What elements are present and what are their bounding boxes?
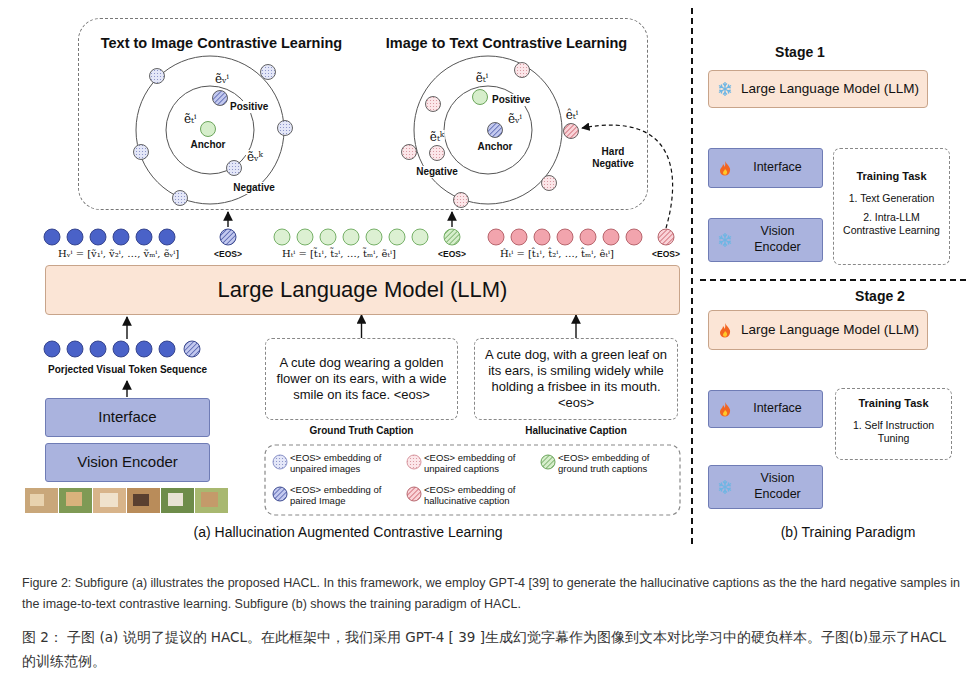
legend-text: <EOS> embedding of unpaired images — [290, 452, 402, 475]
text-group: Training Task 1. Self Instruction Tuning — [842, 397, 945, 451]
caption-heading: Ground Truth Caption — [256, 425, 467, 438]
embedding-symbol: êₜⁱ — [565, 108, 579, 122]
text-group: A cute dog, with a green leaf on its ear… — [481, 347, 671, 412]
contrastive-panel: Text to Image Contrastive LearningImage … — [78, 18, 648, 210]
contrastive-rings — [136, 56, 562, 204]
module-box: Vision Encoder — [708, 465, 823, 509]
dog-photos — [25, 488, 228, 513]
caption-box: A cute dog, with a green leaf on its ear… — [474, 338, 678, 420]
sequence-label: Porjected Visual Token Sequence — [48, 364, 207, 376]
module-box: Large Language Model (LLM) — [708, 70, 928, 108]
token-label: <EOS> — [438, 249, 466, 259]
module-box: Large Language Model (LLM) — [708, 310, 928, 350]
text-group: Large Language Model (LLM) — [739, 322, 921, 339]
module-box: Vision Encoder — [708, 218, 823, 262]
legend-swatch — [272, 486, 288, 502]
flow-arrow — [575, 315, 576, 338]
text-group: Vision Encoder — [52, 453, 203, 472]
text-group: Large Language Model (LLM) — [739, 81, 921, 98]
module-box: Interface — [708, 148, 823, 188]
text-group: Interface — [739, 401, 816, 417]
node-text: Vision Encoder — [739, 471, 816, 502]
role-label: Anchor — [477, 141, 514, 153]
legend-text: <EOS> embedding of ground truth captions — [558, 452, 676, 475]
role-label: Hard Negative — [586, 146, 640, 170]
text-group: Interface — [739, 160, 816, 176]
node-text: Interface — [739, 160, 816, 176]
task-heading: Training Task — [842, 397, 945, 411]
embedding-symbol: ẽₜⁱ — [475, 71, 489, 85]
subfigure-title: (b) Training Paradigm — [781, 524, 916, 541]
node-text: A cute dog wearing a golden flower on it… — [272, 355, 451, 404]
text-group: Vision Encoder — [739, 224, 816, 255]
embedding-symbol: ẽₜᵏ — [429, 130, 445, 144]
text-group: A cute dog wearing a golden flower on it… — [272, 355, 451, 404]
module-box: Vision Encoder — [45, 443, 210, 482]
caption-heading: Hallucinative Caption — [465, 425, 687, 438]
legend-text: <EOS> embedding of unpaired captions — [424, 452, 536, 475]
sequence-formula: Hᵥⁱ = [ṽ₁ⁱ, ṽ₂ⁱ, …, ṽₘⁱ, ẽᵥⁱ] — [58, 248, 179, 260]
legend-swatch — [272, 454, 288, 470]
node-text: Large Language Model (LLM) — [52, 276, 673, 304]
sequence-formula: Ĥₜⁱ = [t̂₁ⁱ, t̂₂ⁱ, …, t̂ₘⁱ, êₜⁱ] — [500, 248, 614, 260]
task-box: Training Task 1. Text Generation 2. Intra-… — [833, 148, 950, 265]
node-text: A cute dog, with a green leaf on its ear… — [481, 347, 671, 412]
token-label: <EOS> — [652, 249, 680, 259]
embedding-symbol: ẽₜⁱ — [183, 112, 197, 126]
panel-title: Image to Text Contrastive Learning — [364, 35, 649, 51]
node-text: Large Language Model (LLM) — [739, 81, 921, 98]
role-label: Anchor — [190, 139, 227, 151]
caption-box: A cute dog wearing a golden flower on it… — [265, 338, 458, 420]
text-group: Training Task 1. Text Generation 2. Intra-… — [840, 170, 943, 243]
role-label: Negative — [415, 166, 459, 178]
translated-caption: 图 2： 子图 (a) 说明了提议的 HACL。在此框架中，我们采用 GPT-4… — [22, 626, 952, 673]
frozen-icon — [717, 81, 733, 97]
panel-title: Text to Image Contrastive Learning — [79, 35, 364, 51]
role-label: Negative — [232, 182, 276, 194]
embedding-dots — [134, 63, 579, 208]
task-item: 2. Intra-LLM Contrastive Learning — [840, 211, 943, 237]
task-item: 1. Self Instruction Tuning — [842, 419, 945, 445]
panel-dividers — [692, 8, 968, 545]
node-text: Vision Encoder — [739, 224, 816, 255]
frozen-icon — [717, 232, 733, 248]
legend-text: <EOS> embedding of hallucinative caption — [424, 484, 536, 507]
legend-swatch — [406, 486, 422, 502]
token-label: <EOS> — [214, 249, 242, 259]
embedding-symbol: ẽᵥⁱ — [507, 112, 523, 126]
text-group: Interface — [52, 408, 203, 427]
node-text: Vision Encoder — [52, 453, 203, 472]
trainable-icon — [717, 322, 733, 338]
text-group: Vision Encoder — [739, 471, 816, 502]
node-text: Large Language Model (LLM) — [739, 322, 921, 339]
node-text: Interface — [739, 401, 816, 417]
llm-band: Large Language Model (LLM) — [45, 265, 680, 315]
task-box: Training Task 1. Self Instruction Tuning — [835, 388, 952, 460]
trainable-icon — [717, 160, 733, 176]
legend-swatch — [540, 454, 556, 470]
subfigure-title: (a) Hallucination Augmented Contrastive … — [194, 524, 503, 541]
trainable-icon — [717, 401, 733, 417]
legend-swatch — [406, 454, 422, 470]
module-box: Interface — [45, 398, 210, 437]
role-label: Positive — [229, 101, 269, 113]
frozen-icon — [717, 479, 733, 495]
module-box: Interface — [708, 390, 823, 428]
task-item: 1. Text Generation — [840, 192, 943, 205]
figure-caption: Figure 2: Subfigure (a) illustrates the … — [22, 573, 962, 616]
sequence-formula: Hₜⁱ = [t̃₁ⁱ, t̃₂ⁱ, …, t̃ₘⁱ, ẽₜⁱ] — [282, 248, 396, 260]
legend-text: <EOS> embedding of paired Image — [290, 484, 402, 507]
flow-arrow — [361, 315, 362, 338]
legend-frame — [265, 445, 680, 515]
hard-negative-arrow — [582, 125, 673, 228]
embedding-symbol: ẽᵥⁱ — [214, 72, 230, 86]
text-group: Large Language Model (LLM) — [52, 276, 673, 304]
stage-title: Stage 2 — [855, 288, 905, 305]
role-label: Positive — [491, 94, 531, 106]
stage-title: Stage 1 — [775, 44, 825, 61]
embedding-symbol: ẽᵥᵏ — [246, 150, 264, 164]
task-heading: Training Task — [840, 170, 943, 184]
node-text: Interface — [52, 408, 203, 427]
